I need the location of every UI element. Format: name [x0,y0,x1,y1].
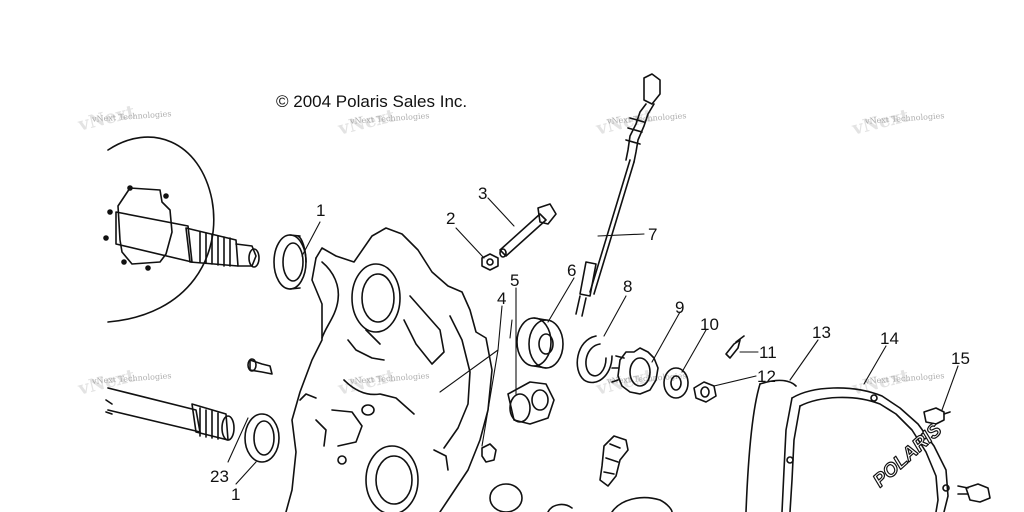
lower-shaft [105,387,235,441]
callout-9: 9 [675,298,684,317]
gasket-13 [745,379,797,512]
callout-5: 5 [510,271,519,290]
bearing-6 [516,317,564,369]
transmission-case [285,227,493,512]
lower-components [489,483,673,512]
washer-10 [663,367,689,399]
callout-15: 15 [951,349,970,368]
upper-shaft [115,211,260,268]
callout-7: 7 [648,225,657,244]
snap-ring-8 [576,335,613,384]
cotter-pin-11 [725,335,745,359]
callout-23: 23 [210,467,229,486]
bearing-5 [507,381,555,425]
chaincase-cover-14 [781,387,950,512]
copyright-notice: © 2004 Polaris Sales Inc. [276,92,468,111]
callout-6: 6 [567,261,576,280]
callout-14: 14 [880,329,899,348]
callout-1-lower: 1 [231,485,240,504]
callout-11: 11 [759,343,777,362]
chain [599,435,629,487]
seal-1-top [273,234,307,290]
leader-lines [227,197,959,485]
callout-labels: 1 2 3 4 5 6 7 8 9 10 11 12 13 14 15 23 1… [210,184,970,504]
stud-4 [481,443,497,463]
bolts-15 [923,407,991,503]
callout-10: 10 [700,315,719,334]
cover-logo-text: POLARIS [869,419,946,491]
drive-disc [103,136,215,323]
callout-8: 8 [623,277,632,296]
bolt-3 [499,203,557,258]
callout-3: 3 [478,184,487,203]
nut-12 [693,381,717,403]
callout-2: 2 [446,209,455,228]
callout-13: 13 [812,323,831,342]
nut-2 [481,253,499,271]
callout-1: 1 [316,201,325,220]
callout-12: 12 [757,367,776,386]
dipstick-7 [575,73,661,317]
callout-4: 4 [497,289,506,308]
seal-1-bottom [244,413,280,463]
sprocket-9 [611,347,659,395]
bolt-23 [247,358,273,375]
